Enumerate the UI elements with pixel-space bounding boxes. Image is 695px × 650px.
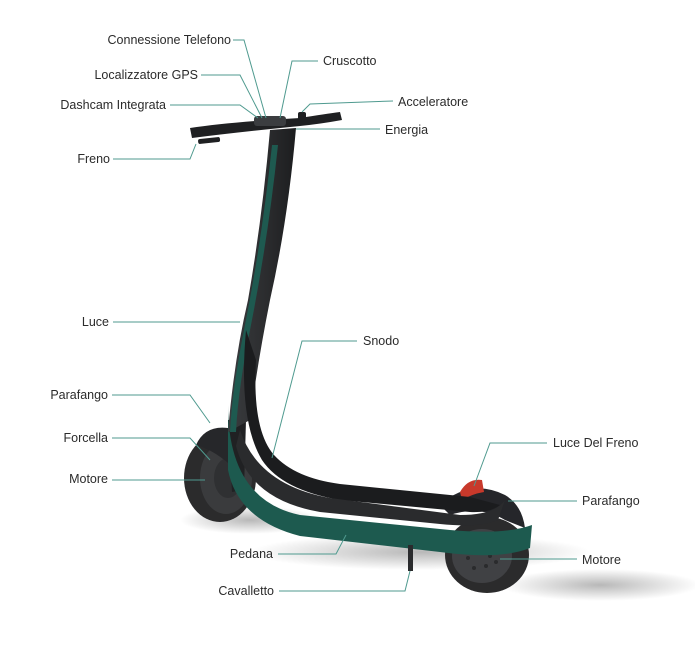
label-acceleratore: Acceleratore: [398, 95, 469, 109]
label-energia: Energia: [385, 123, 429, 137]
label-pedana: Pedana: [229, 547, 273, 561]
label-connessione-telefono: Connessione Telefono: [107, 33, 231, 47]
leader-acceleratore: [301, 100, 394, 113]
brake-lever: [198, 137, 221, 144]
leader-luce-del-freno: [473, 442, 547, 487]
deck-top: [236, 430, 505, 526]
leader-dashcam-integrata: [170, 104, 259, 119]
label-localizzatore-gps: Localizzatore GPS: [94, 68, 198, 82]
label-forcella: Forcella: [63, 431, 108, 445]
throttle: [298, 112, 306, 120]
label-parafango-front: Parafango: [50, 388, 108, 402]
label-motore-front: Motore: [69, 472, 108, 486]
label-motore-rear: Motore: [582, 553, 621, 567]
leader-snodo: [271, 340, 357, 459]
leader-forcella: [112, 437, 211, 461]
leader-pedana: [278, 534, 347, 555]
stem-accent: [230, 145, 278, 432]
label-luce: Luce: [81, 315, 109, 329]
label-cavalletto: Cavalletto: [218, 584, 274, 598]
dashboard: [254, 116, 286, 126]
front-fender: [196, 427, 238, 470]
label-freno: Freno: [77, 152, 110, 166]
ground-shadow-rear: [500, 569, 695, 601]
kickstand: [408, 545, 413, 571]
leader-freno: [113, 143, 197, 160]
label-dashcam-integrata: Dashcam Integrata: [60, 98, 166, 112]
label-parafango-rear: Parafango: [582, 494, 640, 508]
brake-light: [460, 479, 484, 500]
leader-cavalletto: [279, 570, 411, 592]
label-snodo: Snodo: [363, 334, 400, 348]
leader-localizzatore-gps: [201, 74, 263, 119]
leader-connessione-telefono: [233, 39, 267, 119]
deck-chassis: [228, 405, 532, 556]
leader-cruscotto: [279, 60, 318, 119]
label-luce-del-freno: Luce Del Freno: [553, 436, 639, 450]
leader-parafango-front: [112, 394, 211, 424]
label-cruscotto: Cruscotto: [323, 54, 377, 68]
